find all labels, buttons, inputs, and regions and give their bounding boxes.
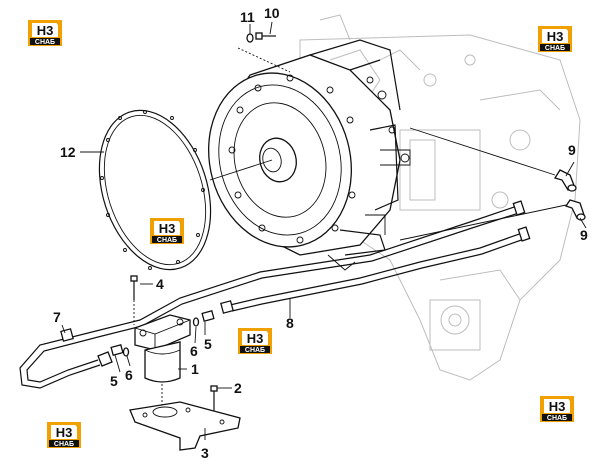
callout-leaders bbox=[61, 21, 587, 440]
callout-1: 1 bbox=[191, 361, 199, 377]
svg-text:CHAБ: CHAБ bbox=[54, 441, 74, 448]
callout-10: 10 bbox=[264, 5, 280, 21]
watermark-logo-4: CHAБ bbox=[238, 328, 272, 354]
callout-12: 12 bbox=[60, 144, 76, 160]
callout-9-upper: 9 bbox=[568, 142, 576, 158]
callout-6-left: 6 bbox=[125, 367, 133, 383]
callout-labels: 1 2 3 4 5 5 6 6 7 8 9 9 10 11 12 bbox=[53, 5, 588, 461]
bracket-3 bbox=[129, 401, 241, 451]
svg-text:CHAБ: CHAБ bbox=[35, 39, 55, 46]
svg-text:CHAБ: CHAБ bbox=[545, 45, 565, 52]
filter-head bbox=[134, 314, 191, 351]
o-ring-6-right bbox=[192, 317, 200, 327]
svg-text:CHAБ: CHAБ bbox=[245, 347, 265, 354]
watermark-logo-5: CHAБ bbox=[540, 396, 574, 422]
callout-5-left: 5 bbox=[110, 373, 118, 389]
callout-6-right: 6 bbox=[190, 343, 198, 359]
fitting-5-right bbox=[201, 310, 215, 322]
watermark-logo-6: CHAБ bbox=[47, 422, 81, 448]
callout-9-lower: 9 bbox=[580, 227, 588, 243]
bolt-4 bbox=[130, 275, 138, 325]
callout-7: 7 bbox=[53, 309, 61, 325]
elbow-fitting-9-lower bbox=[564, 199, 586, 221]
callout-3: 3 bbox=[201, 445, 209, 461]
callout-11: 11 bbox=[240, 9, 255, 25]
converter-housing bbox=[208, 39, 411, 271]
svg-text:CHAБ: CHAБ bbox=[547, 415, 567, 422]
watermark-logo-3: CHAБ bbox=[150, 218, 184, 244]
bolt-10 bbox=[255, 32, 276, 40]
watermark-logo-2: CHAБ bbox=[538, 26, 572, 52]
watermark-logo-1: CHAБ bbox=[28, 20, 62, 46]
callout-2: 2 bbox=[234, 380, 242, 396]
callout-4: 4 bbox=[156, 276, 164, 292]
svg-text:CHAБ: CHAБ bbox=[157, 237, 177, 244]
washer-11 bbox=[246, 33, 254, 43]
fitting-5-left bbox=[110, 344, 124, 356]
elbow-fitting-9-upper bbox=[553, 169, 577, 192]
callout-5-right: 5 bbox=[204, 336, 212, 352]
hose-7 bbox=[19, 200, 526, 389]
o-ring-6-left bbox=[122, 347, 130, 357]
callout-8: 8 bbox=[286, 315, 294, 331]
hose-8 bbox=[220, 226, 531, 314]
gasket-12 bbox=[98, 109, 212, 271]
filter-canister bbox=[144, 341, 181, 383]
